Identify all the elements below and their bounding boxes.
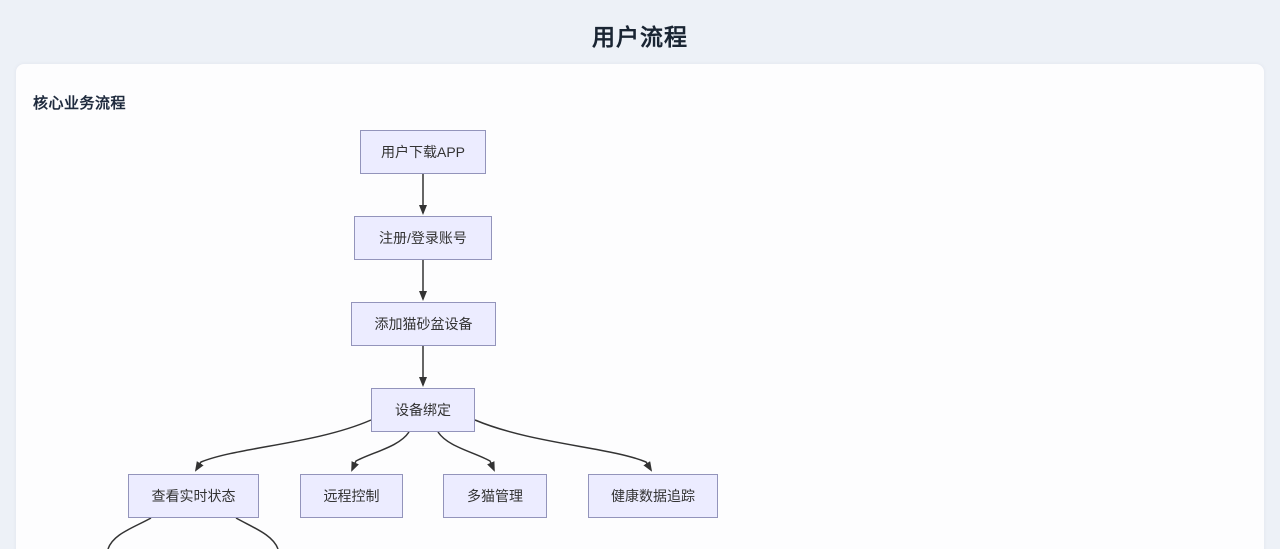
flow-node-register-login: 注册/登录账号: [354, 216, 492, 260]
flow-node-label: 设备绑定: [395, 402, 451, 418]
flow-node-add-litterbox-device: 添加猫砂盆设备: [351, 302, 496, 346]
page-title: 用户流程: [592, 24, 688, 50]
flow-node-label: 注册/登录账号: [379, 230, 467, 246]
flow-node-health-data-tracking: 健康数据追踪: [588, 474, 718, 518]
section-heading: 核心业务流程: [33, 95, 127, 112]
flow-node-device-binding: 设备绑定: [371, 388, 475, 432]
flow-node-view-realtime-status: 查看实时状态: [128, 474, 259, 518]
flow-node-label: 健康数据追踪: [611, 488, 695, 504]
flow-node-label: 用户下载APP: [380, 144, 465, 160]
flow-node-label: 远程控制: [323, 488, 380, 504]
flow-node-download-app: 用户下载APP: [360, 130, 486, 174]
flow-node-remote-control: 远程控制: [300, 474, 403, 518]
flow-node-label: 添加猫砂盆设备: [374, 316, 473, 332]
flow-node-label: 查看实时状态: [151, 488, 236, 504]
flow-node-multi-cat-management: 多猫管理: [443, 474, 547, 518]
flow-node-label: 多猫管理: [467, 488, 523, 504]
